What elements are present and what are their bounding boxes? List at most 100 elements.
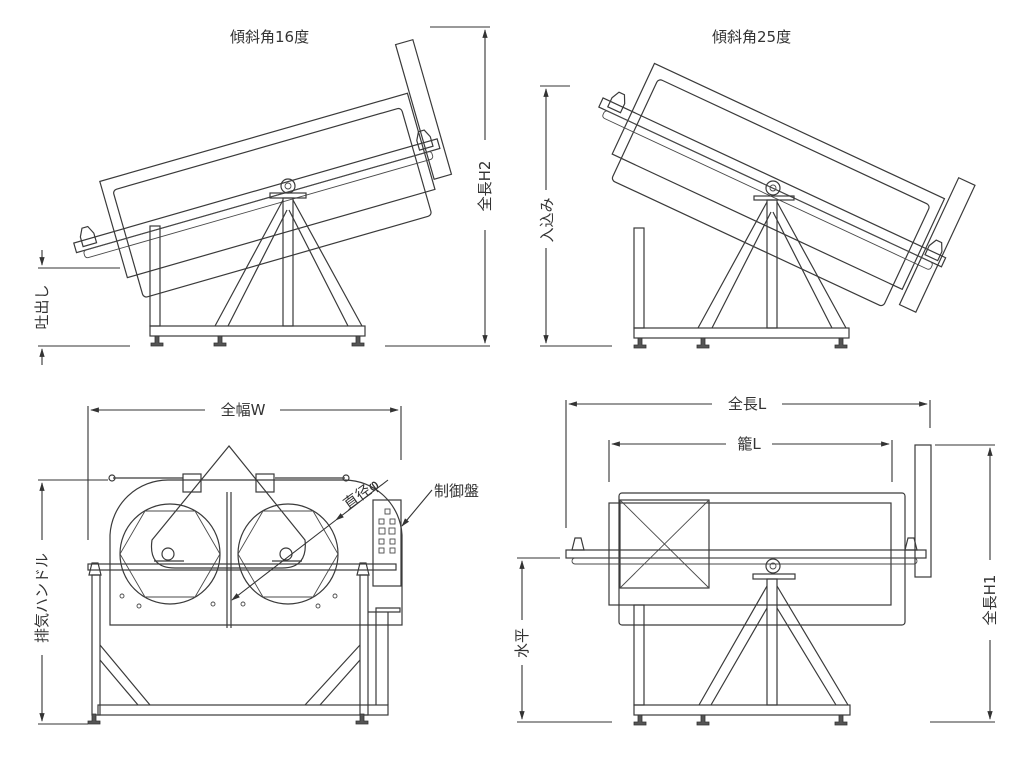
caption-tilt-16: 傾斜角16度 [230, 28, 309, 46]
stand-column [282, 197, 294, 327]
label-control-panel: 制御盤 [434, 482, 479, 500]
stand-post [149, 225, 161, 327]
handle-knob [342, 474, 350, 482]
foot-icon [87, 713, 101, 725]
foot-icon [213, 335, 227, 347]
stand-leg-right [772, 201, 847, 329]
stand-base [633, 704, 851, 716]
panel-button [378, 547, 385, 554]
foot-icon [633, 337, 647, 349]
drum-inner [611, 79, 930, 307]
foot-icon [633, 714, 647, 726]
frame-post-left [91, 574, 101, 716]
drum-outer [618, 492, 906, 626]
bolt-hole [315, 603, 321, 609]
door-cross [619, 499, 710, 589]
hopper-triangle [150, 445, 306, 569]
label-discharge: 吐出し [33, 284, 51, 329]
label-loading: 入込み [538, 197, 556, 242]
hopper-plate [914, 444, 932, 578]
stand-column [766, 578, 778, 706]
foot-icon [351, 335, 365, 347]
shaft-clamp-left [79, 225, 98, 248]
stand-leg-right [288, 199, 363, 327]
label-h2: 全長H2 [476, 161, 494, 212]
foot-icon [696, 337, 710, 349]
shaft-lower [83, 151, 434, 259]
panel-button [378, 538, 385, 545]
bolt-hole [136, 603, 142, 609]
pivot-hole [769, 562, 777, 570]
stand-16 [149, 197, 366, 347]
shaft-lower [602, 110, 933, 270]
front-frame [87, 562, 401, 725]
pivot-plate [752, 573, 796, 580]
panel-button [389, 538, 396, 545]
label-drum-length: 籠L [737, 435, 761, 453]
drum-hexagon [237, 510, 339, 598]
clamp-left [571, 537, 585, 551]
clamp-right [356, 562, 370, 576]
drum-tilted-16 [73, 38, 453, 298]
shaft-bar [73, 138, 441, 254]
shaft-clamp-right [924, 239, 943, 262]
label-width: 全幅W [221, 401, 266, 419]
clamp-right [904, 537, 918, 551]
drum-housing [109, 479, 403, 626]
label-h1: 全長H1 [981, 575, 999, 626]
drum-tilted-25 [598, 62, 976, 314]
drum-inner [608, 502, 892, 606]
pivot-bearing [765, 180, 781, 196]
bolt-hole [332, 593, 338, 599]
bolt-hole [119, 593, 125, 599]
view-side-level: 全長L 籠L [513, 395, 999, 726]
foot-icon [150, 335, 164, 347]
stand-level [633, 578, 851, 726]
stand-leg-left [697, 201, 772, 329]
label-total-length: 全長L [728, 395, 767, 413]
drum-door [619, 499, 710, 589]
stand-column [766, 199, 778, 329]
hopper-plate [898, 176, 976, 314]
label-level: 水平 [513, 628, 531, 658]
label-exhaust-handle: 排気ハンドル [33, 553, 51, 643]
stand-leg-right [776, 585, 849, 706]
foot-icon [355, 713, 369, 725]
view-tilt-16: 傾斜角16度 全長H2 [33, 26, 494, 365]
panel-button [384, 508, 391, 515]
stand-leg-left [214, 199, 288, 327]
drum-inner [113, 107, 432, 298]
foot-icon [696, 714, 710, 726]
view-front: 全幅W 直径φ [33, 401, 479, 725]
level-shaft-lower [571, 557, 918, 565]
stand-base [149, 325, 366, 337]
foot-icon [834, 337, 848, 349]
bolt-hole [210, 601, 216, 607]
panel-button [378, 527, 386, 535]
drum-outer [99, 92, 436, 279]
control-callout-leader [401, 489, 433, 527]
handle-mount [255, 473, 275, 493]
shaft-clamp-left [606, 91, 626, 114]
panel-button [378, 518, 385, 525]
stand-25 [633, 199, 850, 349]
stand-leg-left [698, 585, 768, 706]
frame-side-bracket [368, 607, 401, 705]
stand-base [633, 327, 850, 339]
handle-knob [108, 474, 116, 482]
pivot-hole [284, 182, 292, 190]
frame-brace-right [304, 644, 361, 706]
stand-post [633, 604, 645, 706]
shaft-bar [598, 97, 947, 268]
dim-diameter-leader [335, 479, 389, 521]
drum-outer [611, 62, 946, 291]
bearing-left [161, 547, 175, 561]
control-panel-buttons [378, 508, 396, 554]
foot-icon [834, 714, 848, 726]
shaft-clamp-right [416, 129, 434, 151]
bolt-hole [240, 601, 246, 607]
view-tilt-25: 傾斜角25度 入込み [538, 28, 976, 349]
pivot-bearing [765, 558, 781, 574]
frame-brace-left [99, 644, 151, 706]
